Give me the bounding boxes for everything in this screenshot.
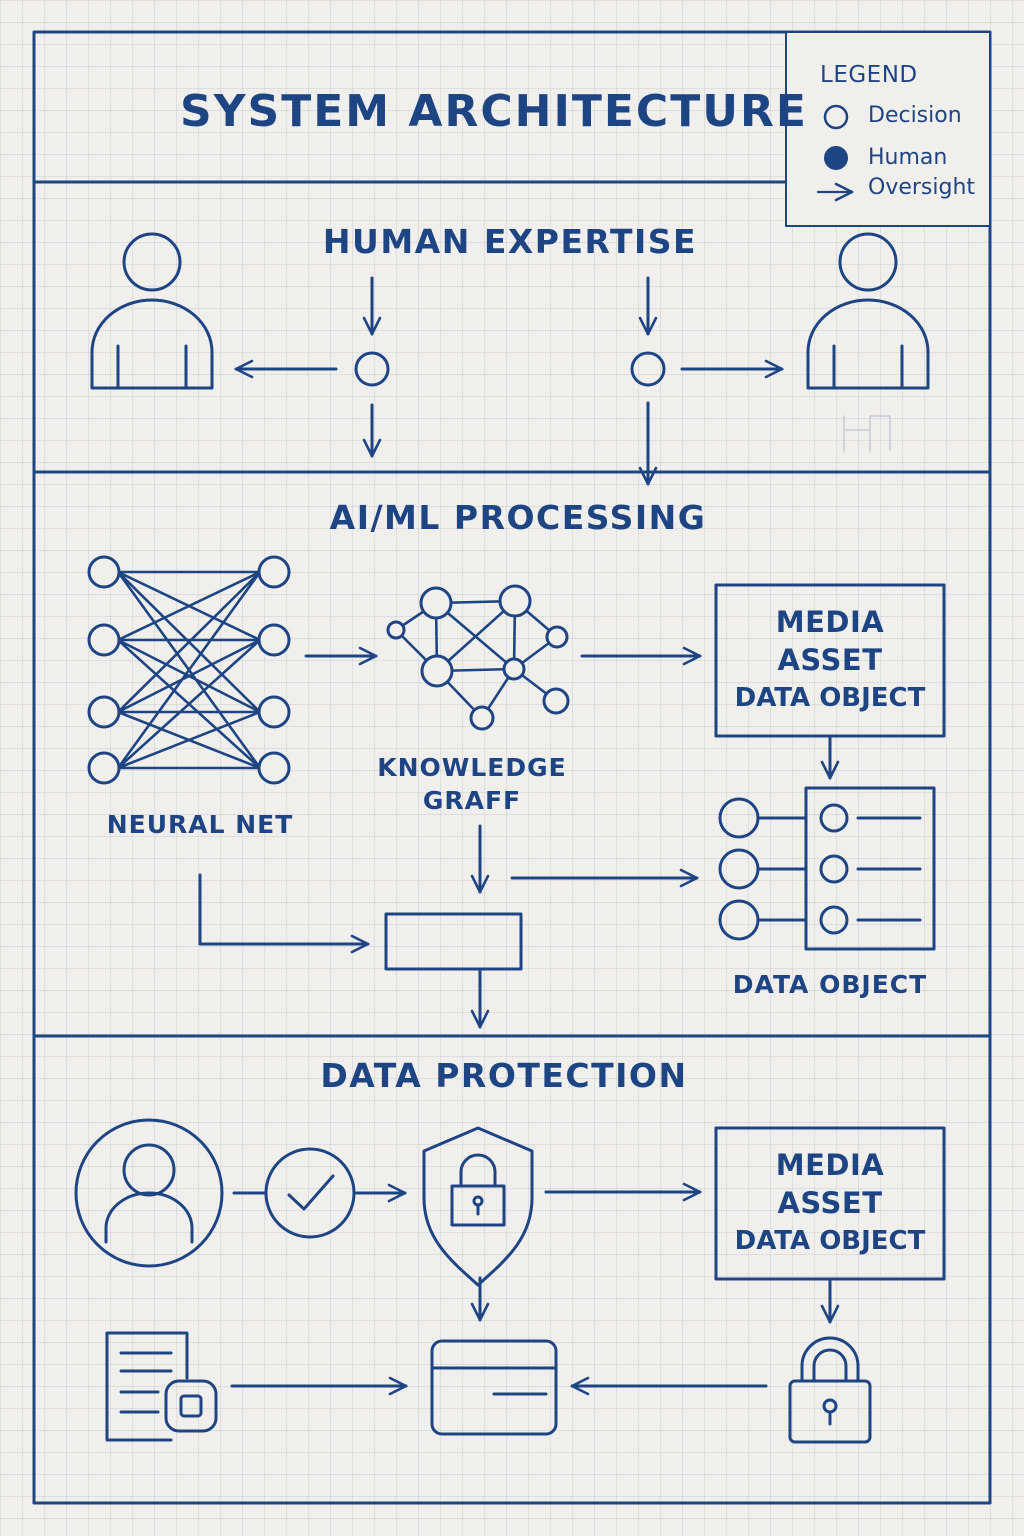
card-icon <box>430 1339 558 1436</box>
legend-oversight-label: Oversight <box>868 175 976 200</box>
shield-lock-icon <box>422 1126 534 1287</box>
flow-arrow <box>198 873 370 954</box>
media-box-line1: MEDIA <box>775 1148 885 1182</box>
legend-heading: LEGEND <box>820 62 918 88</box>
page-title: SYSTEM ARCHITECTURE <box>180 86 808 137</box>
person-icon <box>806 232 930 390</box>
sketch-mark <box>843 415 891 453</box>
section-title-human-expertise: HUMAN EXPERTISE <box>322 222 698 261</box>
check-circle-icon <box>264 1147 356 1239</box>
legend-decision-label: Decision <box>868 103 962 128</box>
knowledge-graph-label-line2: GRAFF <box>422 786 522 815</box>
legend-human-label: Human <box>868 145 948 170</box>
legend-decision-icon <box>823 104 849 130</box>
decision-node-icon <box>630 351 666 387</box>
legend-human-icon <box>824 146 848 170</box>
section-title-data-protection: DATA PROTECTION <box>320 1056 688 1095</box>
padlock-icon <box>788 1336 872 1444</box>
media-box-line2: ASSET <box>777 1186 883 1220</box>
neural-net-icon <box>87 555 291 785</box>
knowledge-graph-label-line1: KNOWLEDGE <box>377 753 567 782</box>
outer-frame <box>32 30 992 1505</box>
media-box-line1: MEDIA <box>775 605 885 639</box>
data-object-icon <box>718 786 936 951</box>
data-object-label: DATA OBJECT <box>732 970 928 999</box>
legend-box <box>785 31 991 227</box>
neural-net-label: NEURAL NET <box>106 810 294 839</box>
processing-box <box>384 912 523 971</box>
media-box-line3: DATA OBJECT <box>734 683 926 713</box>
decision-node-icon <box>354 351 390 387</box>
document-icon <box>105 1331 218 1442</box>
media-box-line3: DATA OBJECT <box>734 1226 926 1256</box>
section-title-ai-ml: AI/ML PROCESSING <box>329 498 707 537</box>
person-icon <box>90 232 214 390</box>
knowledge-graph-icon <box>386 584 570 731</box>
media-asset-box <box>714 1126 946 1281</box>
user-circle-icon <box>74 1118 224 1268</box>
media-box-line2: ASSET <box>777 643 883 677</box>
